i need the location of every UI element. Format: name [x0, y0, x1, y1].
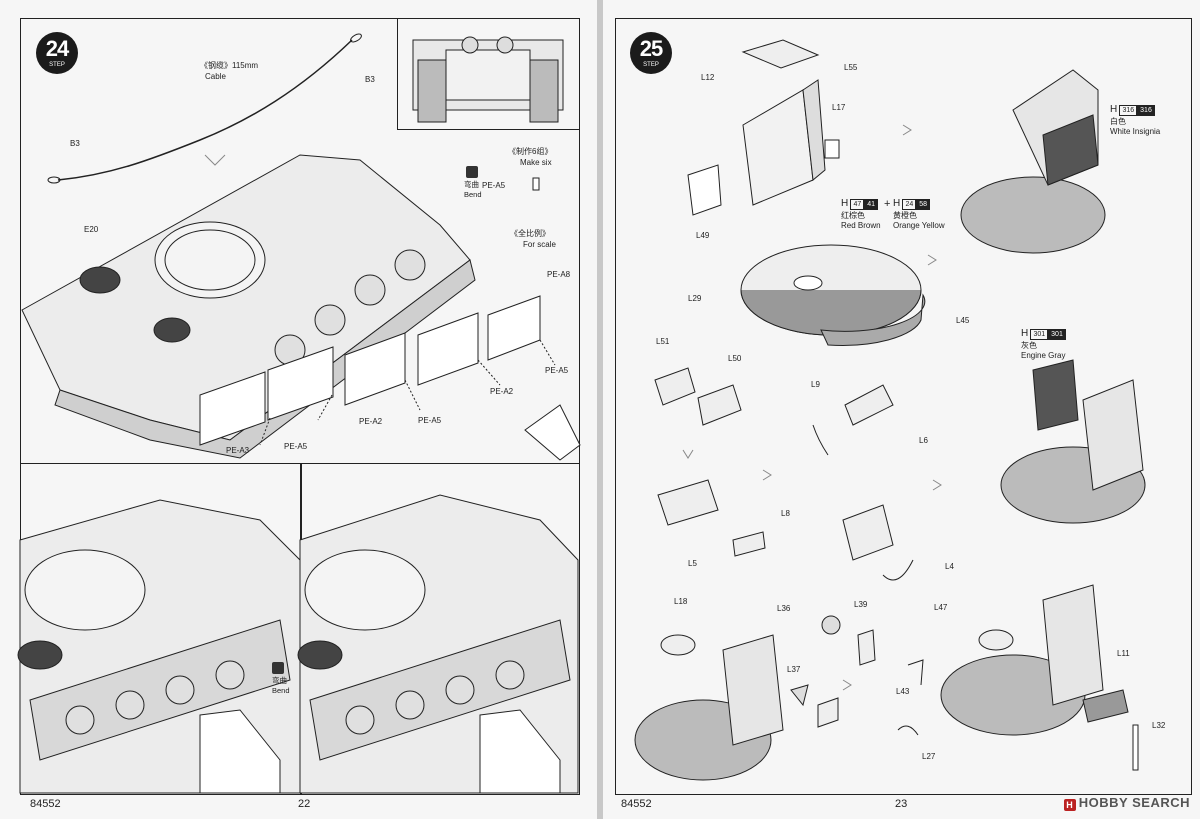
paint-plus: +: [884, 198, 891, 210]
step-number: 24: [45, 36, 69, 61]
part-label-l8: L8: [781, 509, 790, 518]
part-label-b3-top: B3: [365, 75, 375, 84]
part-label-l18: L18: [674, 597, 688, 606]
for-scale-en: For scale: [523, 240, 556, 249]
step-badge: 25 STEP: [630, 32, 672, 74]
part-label-l43: L43: [896, 687, 910, 696]
paint-code: 47: [850, 199, 865, 210]
part-label-l39: L39: [854, 600, 868, 609]
part-label-pe-a3: PE-A3: [226, 446, 250, 455]
paint-name-en: Red Brown: [841, 220, 881, 230]
part-label-l45: L45: [956, 316, 970, 325]
paint-h: H: [841, 198, 849, 209]
part-label-l9: L9: [811, 380, 820, 389]
paint-code-dark: 41: [864, 199, 879, 210]
bend-cn-2: 弯曲: [272, 676, 287, 685]
instruction-page-left: 24 STEP: [0, 0, 597, 819]
paint-code: 316: [1119, 105, 1138, 116]
part-label-l55: L55: [844, 63, 858, 72]
part-label-l6: L6: [919, 436, 928, 445]
part-label-l5: L5: [688, 559, 697, 568]
part-label-l51: L51: [656, 337, 670, 346]
cable-label-cn: 《钢缆》115mm: [200, 61, 259, 70]
paint-name-en: Orange Yellow: [893, 220, 945, 230]
paint-name-cn: 红棕色: [841, 210, 865, 220]
part-label-l36: L36: [777, 604, 791, 613]
part-label-pe-a5-icon: PE-A5: [482, 181, 506, 190]
part-label-pe-a2-mid: PE-A2: [359, 417, 383, 426]
part-label-l4: L4: [945, 562, 954, 571]
part-label-pe-a5-right: PE-A5: [545, 366, 569, 375]
paint-code-dark: 301: [1048, 329, 1066, 340]
right-line-art: [634, 39, 1146, 781]
bend-en-2: Bend: [272, 686, 290, 695]
paint-h: H: [893, 198, 901, 209]
make-six-en: Make six: [520, 158, 552, 167]
part-label-b3-left: B3: [70, 139, 80, 148]
part-label-l47: L47: [934, 603, 948, 612]
paint-h: H: [1110, 104, 1118, 115]
part-label-l12: L12: [701, 73, 715, 82]
paint-name-en: White Insignia: [1110, 126, 1161, 136]
paint-name-cn: 黄橙色: [893, 210, 917, 220]
part-label-l27: L27: [922, 752, 936, 761]
part-label-l50: L50: [728, 354, 742, 363]
paint-name-cn: 灰色: [1021, 340, 1037, 350]
make-six-cn: 《制作6组》: [508, 147, 553, 156]
watermark-text: HOBBY SEARCH: [1078, 795, 1190, 810]
page-number-right: 23: [895, 798, 908, 810]
step-label: STEP: [643, 62, 659, 68]
paint-name-cn: 白色: [1110, 116, 1126, 126]
step-label: STEP: [49, 62, 65, 68]
paint-code-dark: 58: [916, 199, 931, 210]
page-gutter: [597, 0, 603, 819]
left-line-art: [17, 33, 581, 794]
paint-name-en: Engine Gray: [1021, 350, 1066, 360]
paint-h: H: [1021, 328, 1029, 339]
product-code-right: 84552: [621, 798, 652, 810]
step-25-frame: [615, 18, 1192, 795]
for-scale-cn: 《全比例》: [510, 229, 550, 238]
part-label-l29: L29: [688, 294, 702, 303]
watermark-badge: H: [1063, 799, 1076, 811]
bend-icon-2: [272, 662, 284, 674]
part-label-l11: L11: [1117, 649, 1130, 658]
cable-label-en: Cable: [205, 72, 226, 81]
paint-code: 24: [902, 199, 917, 210]
step-badge: 24 STEP: [36, 32, 78, 74]
paint-code: 301: [1030, 329, 1049, 340]
page-number-left: 22: [298, 798, 311, 810]
part-label-e20: E20: [84, 225, 99, 234]
part-label-l32: L32: [1152, 721, 1166, 730]
step-number: 25: [639, 36, 663, 61]
bend-cn: 弯曲: [464, 180, 479, 189]
instruction-page-right: 25 STEP: [603, 0, 1200, 819]
part-label-l37: L37: [787, 665, 801, 674]
part-label-l49: L49: [696, 231, 710, 240]
part-label-pe-a5-mid: PE-A5: [418, 416, 442, 425]
part-label-pe-a5-low: PE-A5: [284, 442, 308, 451]
product-code-left: 84552: [30, 798, 61, 810]
bend-en: Bend: [464, 190, 482, 199]
paint-code-dark: 316: [1137, 105, 1155, 116]
part-label-l17: L17: [832, 103, 846, 112]
part-label-pe-a2-right: PE-A2: [490, 387, 514, 396]
bend-icon: [466, 166, 478, 178]
part-label-pe-a8: PE-A8: [547, 270, 571, 279]
rear-view-inset: [397, 18, 580, 130]
